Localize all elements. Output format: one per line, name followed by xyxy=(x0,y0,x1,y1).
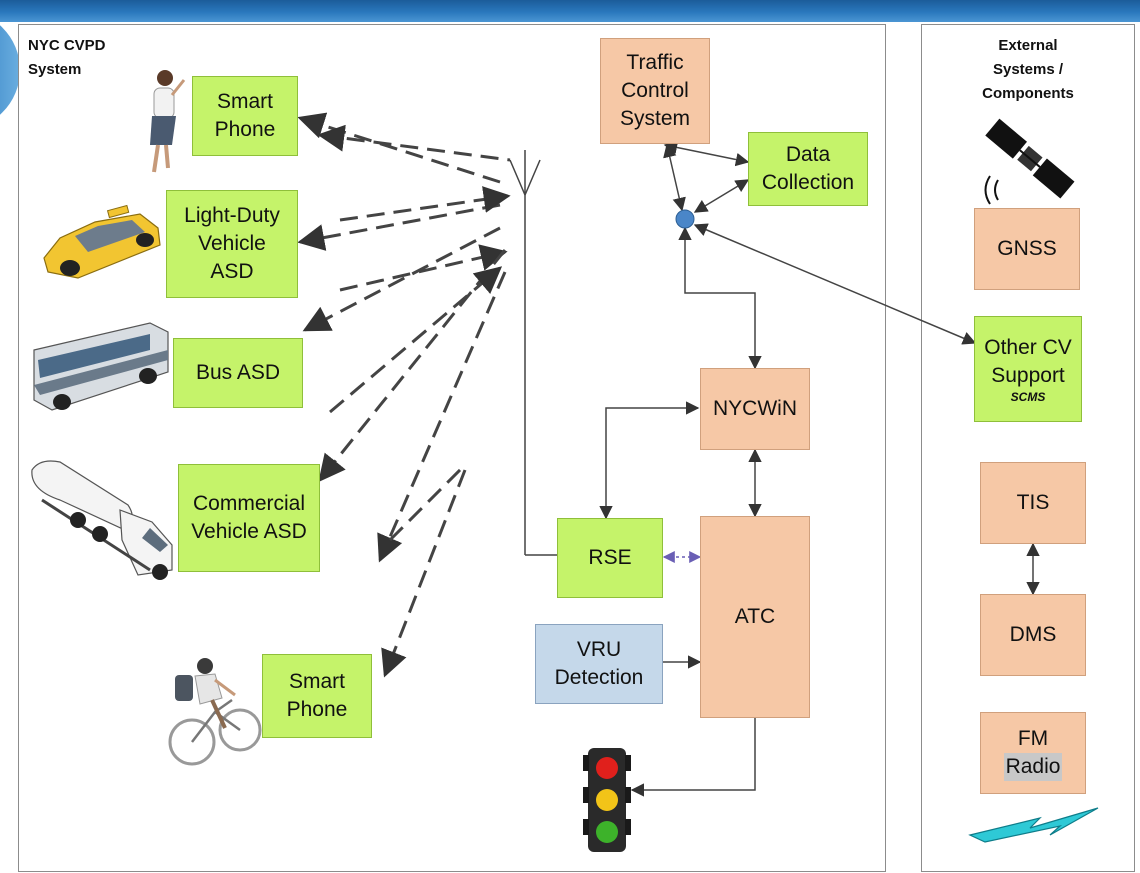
cyclist-icon xyxy=(168,658,262,766)
link-tcs-dc xyxy=(663,140,750,167)
pedestrian-icon xyxy=(150,70,186,173)
satellite-icon xyxy=(985,118,1075,199)
traffic-control-system-box: Traffic Control System xyxy=(600,38,710,144)
wireless-link xyxy=(297,203,501,251)
taxi-icon xyxy=(43,204,161,279)
fm-radio-box: FM Radio xyxy=(980,712,1086,794)
wireless-link xyxy=(339,186,511,222)
link-hub-othercv xyxy=(693,223,977,345)
data-collection-box: Data Collection xyxy=(748,132,868,206)
nycwin-box: NYCWiN xyxy=(700,368,810,450)
tanker-truck-icon xyxy=(31,460,173,580)
main-panel-title: NYC CVPD System xyxy=(28,37,106,78)
commercial-vehicle-box: Commercial Vehicle ASD xyxy=(178,464,320,572)
external-panel-title: External Systems / Components xyxy=(982,37,1074,102)
link-atc-light xyxy=(630,718,756,797)
link-hub-nycwin xyxy=(678,226,762,370)
wireless-link xyxy=(381,469,467,678)
radio-label: Radio xyxy=(1003,753,1063,781)
other-cv-support-box: Other CV Support SCMS xyxy=(974,316,1082,422)
bus-asd-box: Bus ASD xyxy=(173,338,303,408)
traffic-light-icon xyxy=(583,748,631,852)
vru-detection-box: VRU Detection xyxy=(535,624,663,704)
network-hub xyxy=(675,209,695,229)
wireless-link xyxy=(317,124,511,162)
other-cv-support-label: Other CV Support xyxy=(984,336,1072,387)
dms-box: DMS xyxy=(980,594,1086,676)
rse-box: RSE xyxy=(557,518,663,598)
wireless-link xyxy=(339,244,508,292)
atc-box: ATC xyxy=(700,516,810,718)
tis-box: TIS xyxy=(980,462,1086,544)
wireless-link xyxy=(297,112,501,184)
link-tcs-hub xyxy=(663,143,686,212)
wireless-link xyxy=(388,463,467,542)
smart-phone-box: Smart Phone xyxy=(192,76,298,156)
antenna-icon xyxy=(509,150,557,556)
light-duty-vehicle-box: Light-Duty Vehicle ASD xyxy=(166,190,298,298)
bus-icon xyxy=(33,322,169,411)
radio-wave-icon xyxy=(968,807,1099,843)
fm-label: FM xyxy=(1017,727,1049,750)
smart-phone-cyclist-box: Smart Phone xyxy=(262,654,372,738)
scms-label: SCMS xyxy=(1010,390,1046,404)
header-bar xyxy=(0,0,1140,22)
signal-waves xyxy=(984,175,999,205)
link-nycwin-rse xyxy=(599,401,700,520)
wireless-link xyxy=(318,249,507,483)
gnss-box: GNSS xyxy=(974,208,1080,290)
wireless-link xyxy=(329,266,503,414)
wireless-link xyxy=(302,226,501,332)
link-dc-hub xyxy=(693,179,750,213)
